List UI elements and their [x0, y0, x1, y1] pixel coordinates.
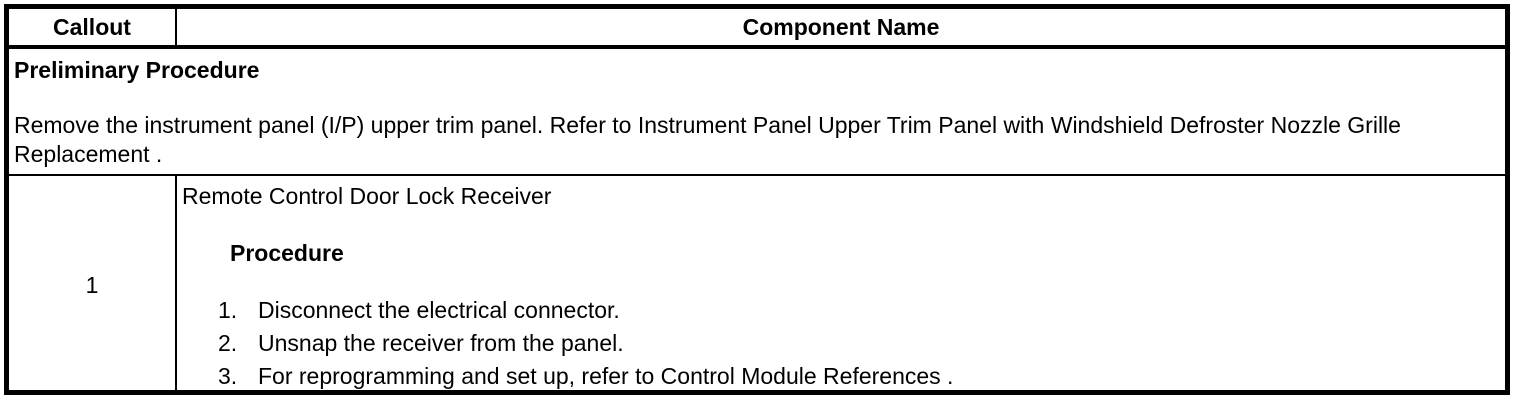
callout-number: 1 [9, 175, 177, 395]
preliminary-procedure-row: Preliminary Procedure Remove the instrum… [9, 47, 1505, 176]
component-row-1: 1 Remote Control Door Lock Receiver Proc… [9, 175, 1505, 395]
procedure-heading: Procedure [230, 240, 344, 266]
component-name-column-header: Component Name [176, 9, 1505, 49]
component-table: Callout Component Name Preliminary Proce… [9, 9, 1505, 395]
procedure-steps-list: 1. Disconnect the electrical connector. … [182, 296, 1497, 391]
procedure-step-2: 2. Unsnap the receiver from the panel. [218, 329, 1497, 358]
procedure-step-3: 3. For reprogramming and set up, refer t… [218, 362, 1497, 391]
component-name: Remote Control Door Lock Receiver [182, 183, 552, 209]
step-3-number: 3. [218, 363, 238, 389]
step-3-text: For reprogramming and set up, refer to C… [258, 363, 954, 389]
table-header-row: Callout Component Name [9, 9, 1505, 49]
step-2-number: 2. [218, 330, 238, 356]
preliminary-procedure-cell: Preliminary Procedure Remove the instrum… [9, 47, 1505, 176]
component-detail-cell: Remote Control Door Lock Receiver Proced… [176, 175, 1505, 395]
preliminary-procedure-text: Remove the instrument panel (I/P) upper … [14, 112, 1401, 167]
step-1-text: Disconnect the electrical connector. [258, 297, 620, 323]
step-2-text: Unsnap the receiver from the panel. [258, 330, 624, 356]
callout-component-table: Callout Component Name Preliminary Proce… [4, 4, 1510, 395]
preliminary-procedure-title: Preliminary Procedure [14, 57, 260, 83]
procedure-step-1: 1. Disconnect the electrical connector. [218, 296, 1497, 325]
callout-column-header: Callout [9, 9, 177, 49]
step-1-number: 1. [218, 297, 238, 323]
